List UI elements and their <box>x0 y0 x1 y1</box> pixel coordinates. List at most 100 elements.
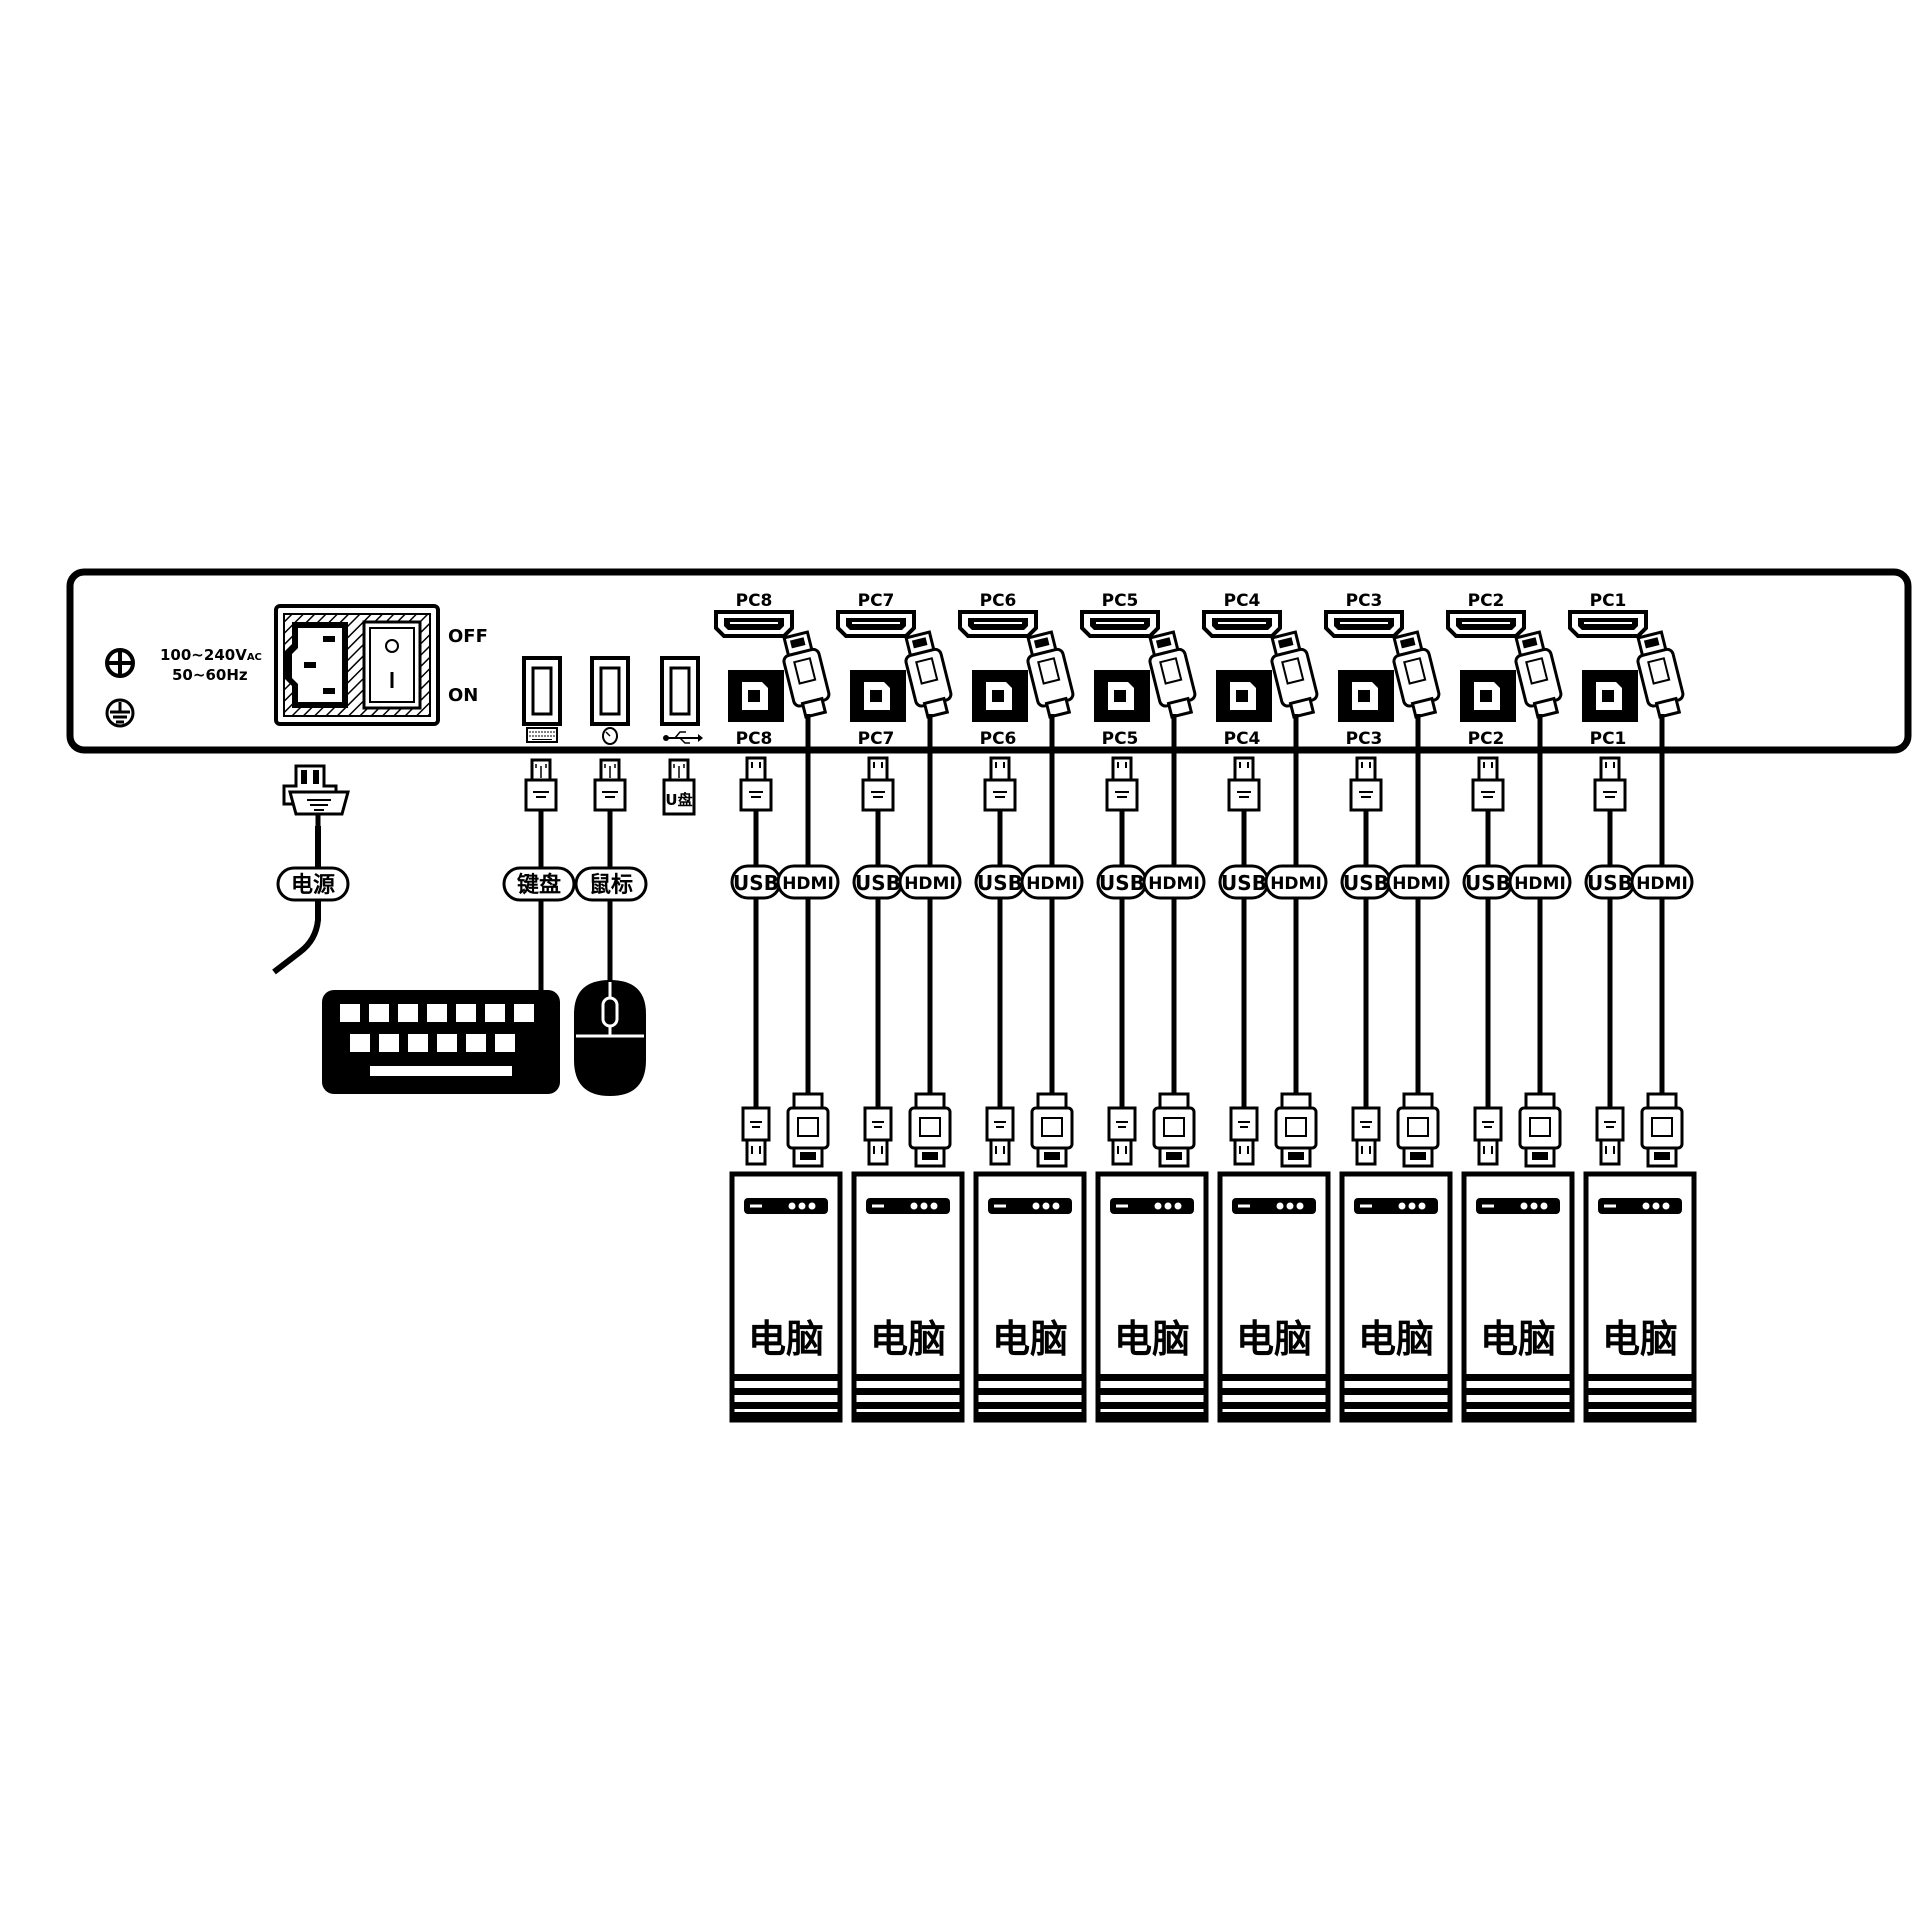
computer-tower: 电脑 <box>1095 1171 1209 1423</box>
usb-drive-port[interactable] <box>660 656 700 726</box>
hdmi-port[interactable] <box>1446 610 1526 638</box>
hdmi-plug-panel <box>1148 630 1197 719</box>
hdmi-cable-label: HDMI <box>1630 864 1694 900</box>
hdmi-cable-label: HDMI <box>1386 864 1450 900</box>
hdmi-plug-panel <box>782 630 831 719</box>
frequency-label: 50~60Hz <box>172 666 248 684</box>
rocker-switch[interactable] <box>362 620 422 710</box>
usb-plug-pc <box>1107 1106 1137 1166</box>
usb-b-port[interactable] <box>972 670 1028 722</box>
hdmi-port[interactable] <box>714 610 794 638</box>
usb-port-label: PC8 <box>736 729 773 749</box>
switch-on-label: ON <box>448 685 478 706</box>
usb-b-port[interactable] <box>1216 670 1272 722</box>
hdmi-port-label: PC7 <box>858 591 895 611</box>
hdmi-plug-panel <box>1636 630 1685 719</box>
computer-tower: 电脑 <box>1583 1171 1697 1423</box>
usb-plug-pc <box>1595 1106 1625 1166</box>
keyboard-usb-port[interactable] <box>522 656 562 726</box>
svg-text:USB: USB <box>733 871 779 895</box>
svg-text:键盘: 键盘 <box>517 872 561 898</box>
ground-symbol-icon <box>105 698 135 728</box>
hdmi-port[interactable] <box>836 610 916 638</box>
usb-port-label: PC7 <box>858 729 895 749</box>
usb-cable-label: USB <box>1584 864 1636 900</box>
usb-plug-pc <box>1473 1106 1503 1166</box>
hdmi-plug-panel <box>1392 630 1441 719</box>
mouse-cable-plug <box>593 758 627 990</box>
usb-plug-panel <box>1471 756 1505 812</box>
power-symbol-icon <box>105 648 135 678</box>
hdmi-port[interactable] <box>1568 610 1648 638</box>
computer-tower: 电脑 <box>1217 1171 1331 1423</box>
usb-plug-pc <box>1351 1106 1381 1166</box>
svg-text:USB: USB <box>1099 871 1145 895</box>
hdmi-plug-pc <box>1152 1092 1196 1168</box>
svg-text:USB: USB <box>977 871 1023 895</box>
computer-label: 电脑 <box>1480 1317 1556 1361</box>
hdmi-port[interactable] <box>958 610 1038 638</box>
power-cord <box>272 826 321 975</box>
hdmi-port-label: PC8 <box>736 591 773 611</box>
hdmi-port[interactable] <box>1202 610 1282 638</box>
usb-symbol-icon <box>663 731 703 744</box>
mouse-cable-label: 鼠标 <box>574 866 648 902</box>
hdmi-plug-pc <box>786 1092 830 1168</box>
hdmi-port[interactable] <box>1324 610 1404 638</box>
svg-text:USB: USB <box>855 871 901 895</box>
hdmi-port[interactable] <box>1080 610 1160 638</box>
hdmi-cable-label: HDMI <box>776 864 840 900</box>
computer-tower: 电脑 <box>1339 1171 1453 1423</box>
usb-b-port[interactable] <box>1094 670 1150 722</box>
usb-plug-panel <box>1349 756 1383 812</box>
usb-cable-label: USB <box>1096 864 1148 900</box>
usb-cable-label: USB <box>1462 864 1514 900</box>
hdmi-plug-pc <box>1518 1092 1562 1168</box>
keyboard-port-icon <box>526 727 558 743</box>
power-inlet-switch-module <box>274 604 440 726</box>
mouse-device <box>574 980 646 1096</box>
usb-cable-label: USB <box>730 864 782 900</box>
iec-inlet-icon[interactable] <box>284 622 348 708</box>
usb-b-port[interactable] <box>1460 670 1516 722</box>
usb-plug-panel <box>739 756 773 812</box>
svg-text:HDMI: HDMI <box>1636 874 1688 894</box>
svg-text:HDMI: HDMI <box>1392 874 1444 894</box>
usb-port-label: PC5 <box>1102 729 1139 749</box>
svg-text:HDMI: HDMI <box>1148 874 1200 894</box>
hdmi-cable-label: HDMI <box>1508 864 1572 900</box>
svg-text:HDMI: HDMI <box>904 874 956 894</box>
svg-text:USB: USB <box>1221 871 1267 895</box>
keyboard-cable-label: 键盘 <box>502 866 576 902</box>
usb-plug-panel <box>1593 756 1627 812</box>
usb-cable-label: USB <box>1340 864 1392 900</box>
computer-tower: 电脑 <box>729 1171 843 1423</box>
computer-label: 电脑 <box>1602 1317 1678 1361</box>
power-cable-label: 电源 <box>276 866 350 902</box>
keyboard-device <box>322 990 560 1094</box>
mouse-usb-port[interactable] <box>590 656 630 726</box>
hdmi-plug-pc <box>1396 1092 1440 1168</box>
hdmi-plug-pc <box>1274 1092 1318 1168</box>
usb-plug-pc <box>741 1106 771 1166</box>
computer-tower: 电脑 <box>851 1171 965 1423</box>
svg-text:HDMI: HDMI <box>782 874 834 894</box>
usb-b-port[interactable] <box>1582 670 1638 722</box>
hdmi-port-label: PC6 <box>980 591 1017 611</box>
usb-b-port[interactable] <box>850 670 906 722</box>
usb-plug-panel <box>1227 756 1261 812</box>
usb-b-port[interactable] <box>728 670 784 722</box>
usb-plug-panel <box>1105 756 1139 812</box>
usb-b-port[interactable] <box>1338 670 1394 722</box>
hdmi-cable-label: HDMI <box>1264 864 1328 900</box>
mouse-port-icon <box>602 727 618 745</box>
